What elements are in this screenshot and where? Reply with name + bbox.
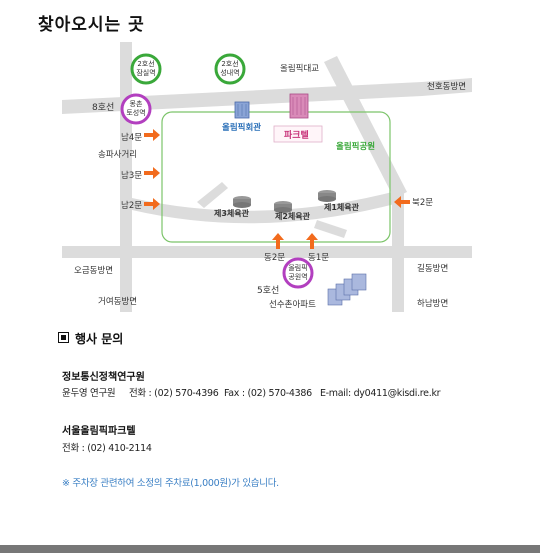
org1-name: 정보통신정책연구원 [62, 372, 145, 383]
station-seongnae: 2호선 성내역 [214, 53, 246, 85]
gate-arrow-south4 [144, 129, 160, 141]
station-jamsil: 2호선 잠실역 [130, 53, 162, 85]
org1-contact: 윤두영 연구원 전화 : (02) 570-4396 Fax : (02) 57… [62, 388, 441, 399]
station-jamsil-line: 2호선 [137, 59, 154, 68]
station-jamsil-name: 잠실역 [136, 68, 155, 77]
parking-note: ※ 주차장 관련하여 소정의 주차료(1,000원)가 있습니다. [62, 478, 279, 489]
road-hanam: 하남방면 [417, 298, 448, 309]
gate-east1: 동1문 [308, 253, 329, 263]
gym2-icon [274, 201, 292, 213]
inquiry-heading: 행사 문의 [58, 330, 123, 347]
location-map: 2호선 잠실역 2호선 성내역 8호선 몽촌 토성역 5호선 올림픽 공원역 [62, 42, 472, 312]
label-parktel: 파크텔 [284, 129, 309, 141]
svg-text:토성역: 토성역 [126, 108, 145, 117]
gate-arrow-south2 [144, 198, 160, 210]
footer-bar [0, 545, 540, 553]
label-olympic-park: 올림픽공원 [336, 141, 375, 152]
olympic-hall-building-icon [234, 101, 250, 119]
svg-text:공원역: 공원역 [288, 272, 307, 281]
apartment-building-icon [327, 273, 367, 306]
line5-label: 5호선 [257, 285, 279, 296]
gate-south3: 남3문 [121, 171, 142, 181]
svg-text:몽촌: 몽촌 [130, 99, 143, 108]
gate-south4: 남4문 [121, 133, 142, 143]
org2-contact: 전화 : (02) 410-2114 [62, 443, 152, 454]
label-gym2: 제2체육관 [275, 211, 311, 221]
gate-arrow-east1 [306, 233, 318, 249]
svg-text:올림픽: 올림픽 [288, 263, 307, 272]
gate-arrow-south3 [144, 167, 160, 179]
page-title: 찾아오시는 곳 [38, 15, 145, 35]
gym1-icon [318, 190, 336, 202]
label-olympic-hall: 올림픽회관 [222, 122, 261, 133]
gate-arrow-north2 [394, 196, 410, 208]
road-olympic-bridge: 올림픽대교 [280, 63, 319, 74]
square-bullet-icon [58, 332, 69, 343]
label-athletes-apt: 선수촌아파트 [269, 299, 316, 310]
station-mongchon: 몽촌 토성역 [120, 93, 152, 125]
gate-south2: 남2문 [121, 201, 142, 211]
label-gym1: 제1체육관 [324, 202, 360, 212]
gate-arrow-east2 [272, 233, 284, 249]
road-ogeum: 오금동방면 [74, 265, 113, 276]
gym3-icon [233, 196, 251, 208]
gate-arrows [144, 129, 410, 249]
station-seongnae-line: 2호선 [221, 59, 238, 68]
station-seongnae-name: 성내역 [220, 68, 239, 77]
road-geoyeo: 거여동방면 [98, 296, 137, 307]
road-songpa: 송파사거리 [98, 150, 137, 160]
parktel-building-icon [289, 93, 309, 119]
line8-label: 8호선 [92, 102, 114, 113]
road-cheonho: 천호동방면 [427, 81, 466, 92]
map-roads [62, 42, 472, 312]
org2-name: 서울올림픽파크텔 [62, 426, 136, 437]
road-gildong: 길동방면 [417, 263, 448, 274]
label-gym3: 제3체육관 [214, 208, 250, 218]
parktel-label-box [273, 125, 323, 143]
station-olympic-park: 올림픽 공원역 [282, 257, 314, 289]
gate-north2: 북2문 [412, 198, 433, 208]
gate-east2: 동2문 [264, 253, 285, 263]
